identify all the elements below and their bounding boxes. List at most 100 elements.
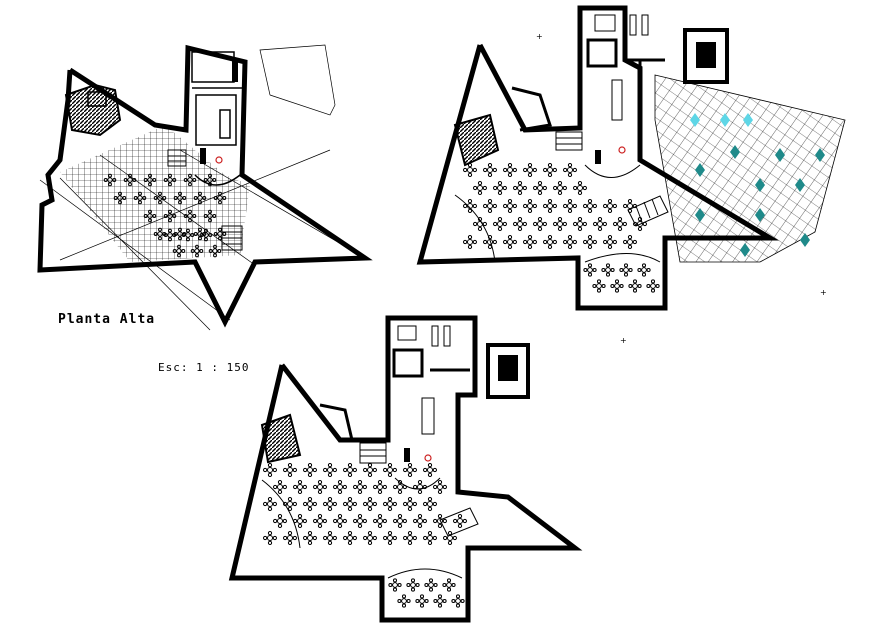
chair-symbol xyxy=(283,535,288,541)
chair-symbol xyxy=(343,535,348,541)
chair-symbol xyxy=(283,501,288,507)
chair-symbol xyxy=(178,191,182,196)
table-symbol xyxy=(266,500,274,508)
chair-symbol xyxy=(507,163,513,168)
chair-symbol xyxy=(158,236,162,241)
chair-symbol xyxy=(208,182,212,187)
table-symbol xyxy=(428,582,434,588)
table-symbol xyxy=(419,598,425,604)
chair-symbol xyxy=(567,244,573,249)
chair-symbol xyxy=(397,489,403,494)
chair-symbol xyxy=(168,209,172,214)
chair-symbol xyxy=(593,221,598,227)
chair-symbol xyxy=(467,244,473,249)
chair-symbol xyxy=(610,283,615,289)
chair-symbol xyxy=(547,244,553,249)
table-symbol xyxy=(446,582,452,588)
chair-symbol xyxy=(547,235,553,240)
chair-symbol xyxy=(622,221,627,227)
chair-symbol xyxy=(467,163,473,168)
table-symbol xyxy=(566,238,574,246)
chair-symbol xyxy=(377,480,383,485)
table-symbol xyxy=(436,483,444,491)
chair-symbol xyxy=(347,540,353,545)
table-symbol xyxy=(576,184,584,192)
chair-symbol xyxy=(347,472,353,477)
chair-symbol xyxy=(303,535,308,541)
chair-symbol xyxy=(573,221,578,227)
chair-symbol xyxy=(353,484,358,490)
table-symbol xyxy=(306,534,314,542)
chair-symbol xyxy=(507,235,513,240)
table-symbol xyxy=(127,177,133,183)
chair-symbol xyxy=(323,501,328,507)
chair-symbol xyxy=(401,594,407,599)
scale-label: Esc: 1 : 150 xyxy=(158,361,250,374)
chair-symbol xyxy=(108,173,112,178)
chair-symbol xyxy=(218,191,222,196)
chair-symbol xyxy=(188,173,192,178)
chair-symbol xyxy=(148,218,152,223)
chair-symbol xyxy=(423,535,428,541)
chair-symbol xyxy=(602,221,607,227)
table-symbol xyxy=(107,177,113,183)
chair-symbol xyxy=(172,178,177,182)
chair-symbol xyxy=(467,235,473,240)
table-symbol xyxy=(406,466,414,474)
chair-symbol xyxy=(527,172,533,177)
chair-symbol xyxy=(557,226,563,231)
table-symbol xyxy=(356,517,364,525)
chair-symbol xyxy=(552,203,557,209)
chair-symbol xyxy=(632,279,638,284)
chair-symbol xyxy=(163,214,168,218)
chair-symbol xyxy=(407,540,413,545)
chair-symbol xyxy=(208,173,212,178)
chair-symbol xyxy=(183,214,188,218)
chair-symbol xyxy=(547,172,553,177)
chair-symbol xyxy=(507,208,513,213)
chair-symbol xyxy=(507,172,513,177)
table-symbol xyxy=(546,238,554,246)
chair-symbol xyxy=(543,203,548,209)
chair-symbol xyxy=(428,587,434,592)
chair-symbol xyxy=(287,531,293,536)
chair-symbol xyxy=(563,239,568,245)
chair-symbol xyxy=(527,208,533,213)
chair-symbol xyxy=(607,235,613,240)
chair-symbol xyxy=(627,235,633,240)
chair-symbol xyxy=(397,480,403,485)
fixture-marker xyxy=(695,163,705,177)
chair-symbol xyxy=(182,196,187,200)
chair-symbol xyxy=(188,218,192,223)
chair-symbol xyxy=(467,199,473,204)
chair-symbol xyxy=(178,200,182,205)
table-symbol xyxy=(623,267,629,273)
chair-symbol xyxy=(412,501,417,507)
table-symbol xyxy=(466,238,474,246)
table-symbol xyxy=(266,466,274,474)
chair-symbol xyxy=(267,497,273,502)
svg-text:+: + xyxy=(620,336,627,345)
chair-symbol xyxy=(177,244,181,249)
chair-symbol xyxy=(217,249,222,253)
chair-symbol xyxy=(392,467,397,473)
chair-symbol xyxy=(173,196,178,200)
chair-symbol xyxy=(415,598,420,604)
chair-symbol xyxy=(527,244,533,249)
chair-symbol xyxy=(397,598,402,604)
chair-symbol xyxy=(633,221,638,227)
chair-symbol xyxy=(487,163,493,168)
chair-symbol xyxy=(423,467,428,473)
chair-symbol xyxy=(342,484,347,490)
chair-symbol xyxy=(492,239,497,245)
chair-symbol xyxy=(477,217,483,222)
chair-symbol xyxy=(198,236,202,241)
chair-symbol xyxy=(532,203,537,209)
chair-symbol xyxy=(472,167,477,173)
chair-symbol xyxy=(463,239,468,245)
chair-symbol xyxy=(198,191,202,196)
table-symbol xyxy=(376,517,384,525)
table-symbol xyxy=(486,202,494,210)
chair-symbol xyxy=(412,535,417,541)
chair-symbol xyxy=(337,523,343,528)
